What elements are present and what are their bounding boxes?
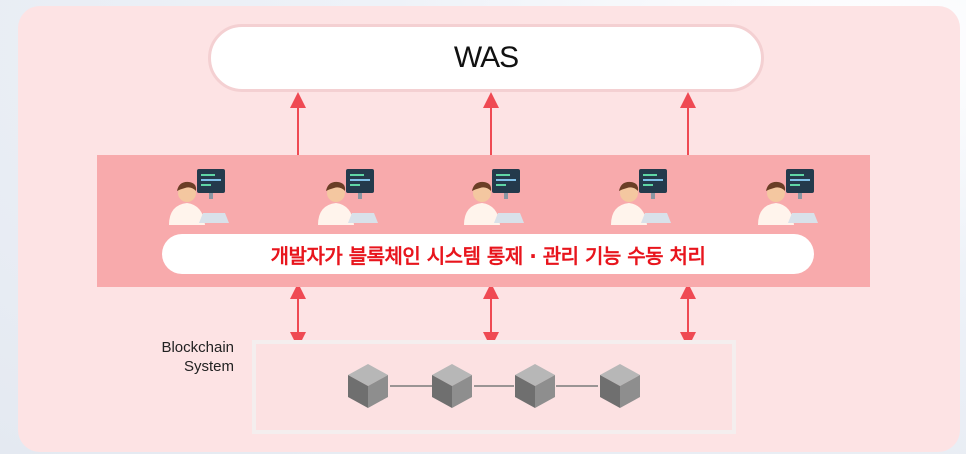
blockchain-label-line1: Blockchain xyxy=(161,339,234,356)
was-node: WAS xyxy=(208,24,764,92)
blockchain-system-label: Blockchain System xyxy=(110,338,234,376)
block-cube-icon xyxy=(432,364,472,408)
block-cube-icon xyxy=(348,364,388,408)
developer-icon xyxy=(318,169,378,225)
blockchain-system-box xyxy=(252,340,736,434)
was-label: WAS xyxy=(453,41,519,74)
caption-pill: 개발자가 블록체인 시스템 통제 · 관리 기능 수동 처리 xyxy=(162,234,814,274)
block-cube-icon xyxy=(600,364,640,408)
developer-band: 개발자가 블록체인 시스템 통제 · 관리 기능 수동 처리 xyxy=(97,155,870,287)
developer-icon xyxy=(758,169,818,225)
block-cube-icon xyxy=(515,364,555,408)
blockchain-label-line2: System xyxy=(183,358,234,375)
developer-icon xyxy=(611,169,671,225)
developer-caption: 개발자가 블록체인 시스템 통제 · 관리 기능 수동 처리 xyxy=(270,243,706,268)
developer-icon xyxy=(169,169,229,225)
developer-icon xyxy=(464,169,524,225)
